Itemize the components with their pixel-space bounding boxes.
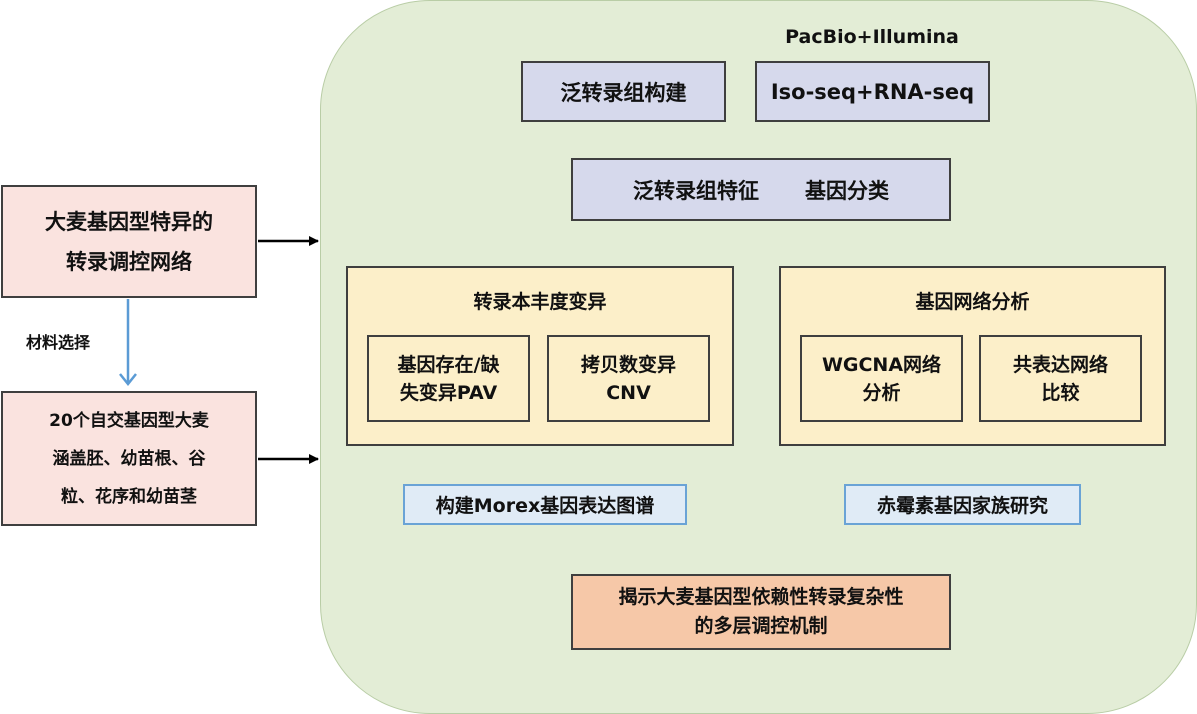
conclusion-box: 揭示大麦基因型依赖性转录复杂性 的多层调控机制	[571, 574, 951, 650]
materials-line3: 粒、花序和幼苗茎	[61, 486, 197, 507]
expression-atlas-box: 构建Morex基因表达图谱	[403, 484, 687, 525]
materials-box: 20个自交基因型大麦 涵盖胚、幼苗根、谷 粒、花序和幼苗茎	[1, 391, 257, 526]
cnv-box: 拷贝数变异 CNV	[547, 335, 710, 422]
conclusion-line2: 的多层调控机制	[694, 615, 828, 637]
cnv-line2: CNV	[606, 381, 651, 404]
materials-line1: 20个自交基因型大麦	[49, 410, 209, 431]
pav-line1: 基因存在/缺	[397, 353, 500, 376]
gibberellin-family-box: 赤霉素基因家族研究	[844, 484, 1081, 525]
wgcna-line2: 分析	[862, 381, 901, 404]
pan-feature-label: 泛转录组特征	[633, 178, 759, 203]
coexpression-box: 共表达网络 比较	[979, 335, 1142, 422]
sequencing-method-box: Iso-seq+RNA-seq	[755, 61, 990, 122]
cnv-line1: 拷贝数变异	[580, 353, 676, 376]
coexpression-line2: 比较	[1041, 381, 1080, 404]
research-goal-line2: 转录调控网络	[66, 249, 192, 274]
abundance-variation-title: 转录本丰度变异	[473, 291, 607, 313]
research-goal-line1: 大麦基因型特异的	[45, 209, 213, 234]
pan-transcriptome-build-box: 泛转录组构建	[521, 61, 726, 122]
pan-transcriptome-feature-box: 泛转录组特征 基因分类	[571, 158, 951, 221]
selection-arrow-head	[119, 373, 137, 387]
material-selection-label: 材料选择	[26, 333, 91, 352]
coexpression-line1: 共表达网络	[1012, 353, 1108, 376]
gene-network-title: 基因网络分析	[915, 291, 1030, 313]
gene-classification-label: 基因分类	[805, 178, 889, 203]
wgcna-line1: WGCNA网络	[821, 353, 942, 376]
pav-line2: 失变异PAV	[399, 381, 498, 404]
pav-box: 基因存在/缺 失变异PAV	[367, 335, 530, 422]
conclusion-line1: 揭示大麦基因型依赖性转录复杂性	[618, 586, 904, 608]
platform-label: PacBio+Illumina	[785, 26, 959, 48]
materials-line2: 涵盖胚、幼苗根、谷	[52, 448, 206, 469]
wgcna-box: WGCNA网络 分析	[800, 335, 963, 422]
research-goal-box: 大麦基因型特异的 转录调控网络	[1, 185, 257, 298]
